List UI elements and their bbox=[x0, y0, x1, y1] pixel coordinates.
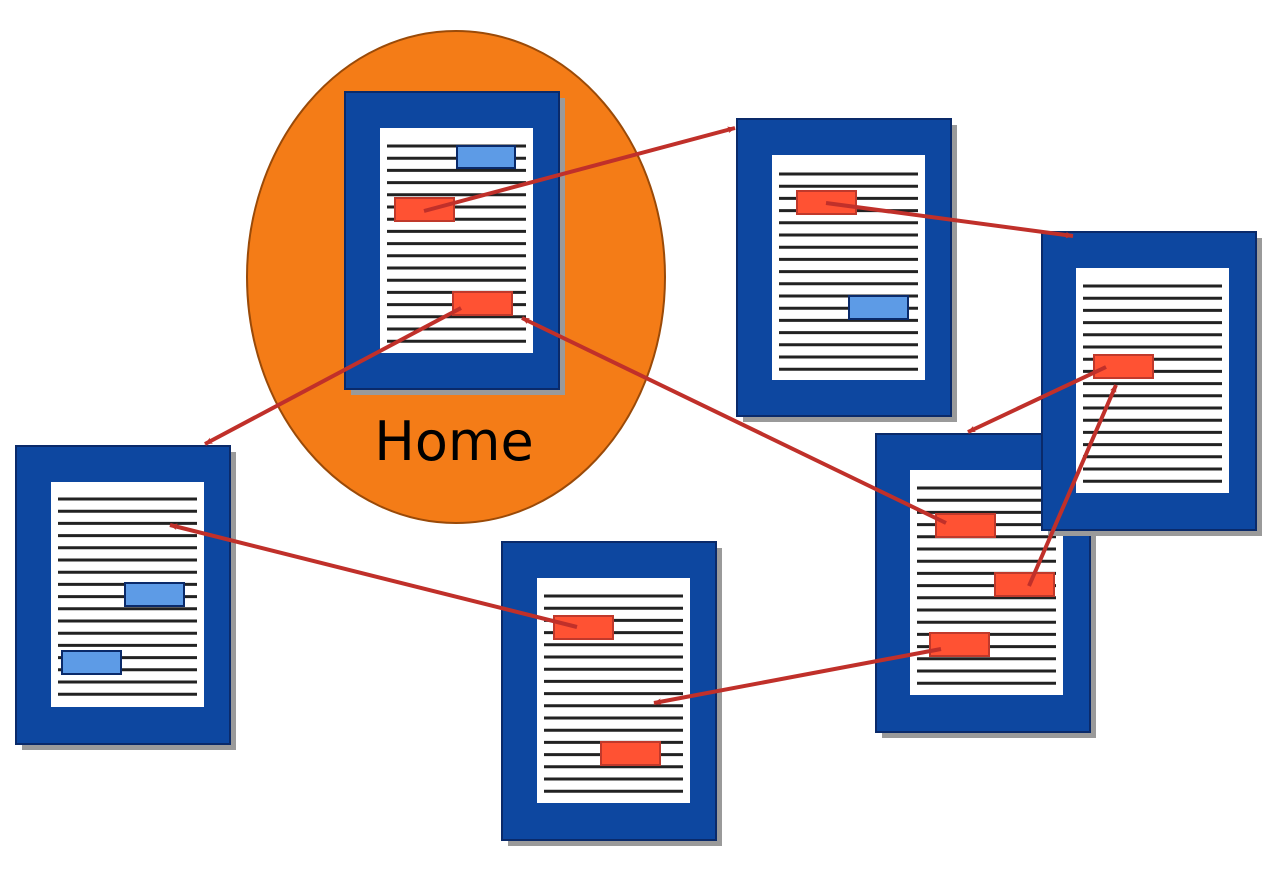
link-arrow bbox=[423, 126, 736, 213]
hyperlink-box bbox=[553, 615, 614, 640]
page-2 bbox=[736, 118, 957, 422]
hyperlink-box bbox=[994, 572, 1055, 597]
page-5 bbox=[15, 445, 236, 750]
link-arrow bbox=[1027, 384, 1118, 587]
hyperlink-box bbox=[600, 741, 661, 766]
page-6 bbox=[501, 541, 722, 846]
link-arrow bbox=[521, 316, 947, 525]
arrows-layer bbox=[169, 126, 1118, 705]
link-arrow bbox=[204, 306, 462, 446]
hyperlink-box bbox=[1093, 354, 1154, 379]
link-arrow bbox=[825, 201, 1074, 239]
page-4 bbox=[1041, 231, 1262, 536]
pages-layer bbox=[15, 91, 1262, 846]
highlight-box bbox=[456, 145, 516, 169]
hyperlink-box bbox=[452, 291, 513, 316]
link-arrow bbox=[169, 523, 578, 629]
highlight-box bbox=[848, 295, 909, 320]
home-label: Home bbox=[374, 410, 533, 473]
page-home bbox=[344, 91, 565, 395]
page-paper bbox=[1076, 268, 1229, 493]
hyperlink-box bbox=[929, 632, 990, 657]
highlight-box bbox=[61, 650, 122, 675]
hyperlink-box bbox=[935, 513, 996, 538]
page-paper bbox=[537, 578, 690, 803]
highlight-box bbox=[124, 582, 185, 607]
link-arrow bbox=[653, 647, 942, 705]
link-arrow bbox=[967, 365, 1107, 434]
